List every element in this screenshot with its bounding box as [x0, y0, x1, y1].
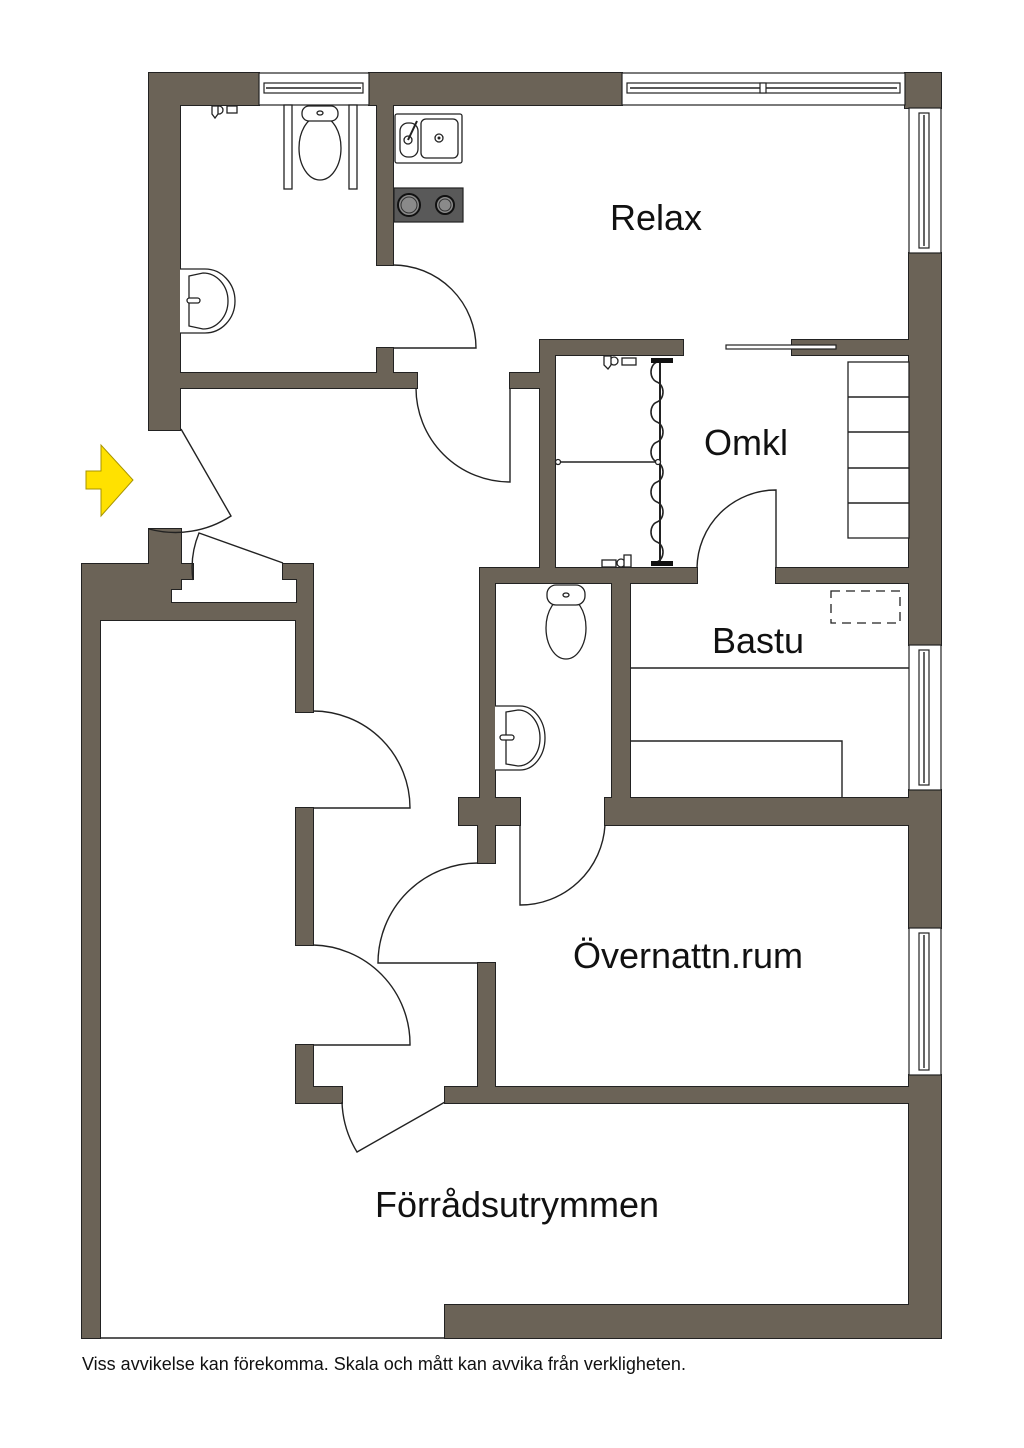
disclaimer: Viss avvikelse kan förekomma. Skala och …: [82, 1354, 686, 1374]
sauna-heater-icon: [830, 590, 901, 624]
kitchen-sink-icon: [394, 113, 463, 164]
door-wc-relax: [392, 264, 477, 349]
room-label-overnattning: Övernattn.rum: [573, 935, 803, 976]
room-label-forrad: Förrådsutrymmen: [375, 1184, 659, 1225]
window-top-wc: [258, 72, 370, 106]
sliding-door-relax-omkl: [725, 344, 837, 350]
washbasin-icon: [180, 268, 236, 334]
window-right-overnattning: [908, 927, 942, 1076]
bench-icon: [847, 361, 910, 539]
door-hall-relax: [415, 387, 511, 483]
door-wc2: [519, 824, 606, 906]
room-label-omkl: Omkl: [704, 422, 788, 463]
shower-tap-icon: [601, 554, 632, 568]
toilet-icon: [545, 584, 587, 660]
door-closet: [191, 532, 284, 581]
door-entrance: [148, 428, 232, 534]
bench-icon: [630, 667, 909, 798]
door-corridor-storage-2: [312, 944, 411, 1046]
door-storage: [341, 1101, 446, 1153]
toilet-icon: [298, 105, 342, 181]
stove-icon: [393, 187, 464, 223]
room-label-bastu: Bastu: [712, 620, 804, 661]
entrance-arrow-icon: [85, 443, 134, 518]
tap-icon: [211, 105, 238, 120]
door-corridor-storage-1: [312, 710, 411, 809]
door-overnattning: [377, 862, 479, 964]
shower-curtain-icon: [554, 358, 673, 566]
window-right-bastu: [908, 644, 942, 791]
door-omkl-bastu: [696, 489, 777, 569]
window-top-relax: [621, 72, 906, 106]
window-right-relax: [908, 107, 942, 254]
room-label-relax: Relax: [610, 197, 702, 238]
washbasin-icon: [495, 705, 546, 771]
grab-bar-icon: [283, 104, 358, 190]
shower-tap-icon: [603, 355, 637, 370]
